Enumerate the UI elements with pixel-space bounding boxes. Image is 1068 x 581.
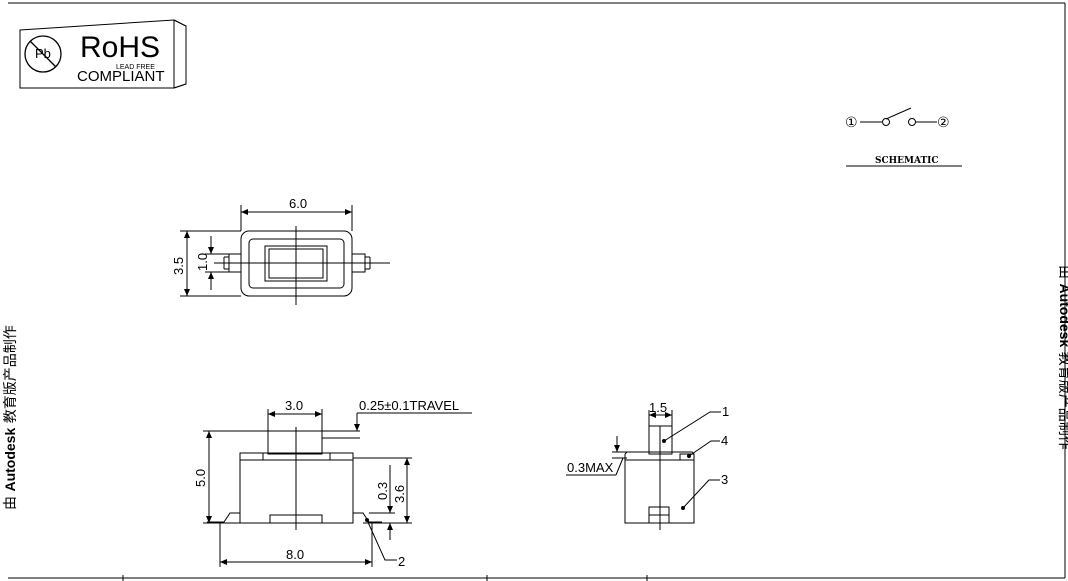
watermark-left: 由 Autodesk 教育版产品制作 xyxy=(2,325,19,510)
schematic-pin1: ① xyxy=(845,115,858,131)
callout-1: 1 xyxy=(722,404,729,419)
callout-4: 4 xyxy=(721,433,728,448)
side-actuator-label: 1.5 xyxy=(649,400,667,415)
front-actuator-label: 3.0 xyxy=(285,398,303,413)
front-length-label: 8.0 xyxy=(286,547,304,562)
pin-height-label: 0.3 xyxy=(375,482,390,500)
side-view xyxy=(566,410,721,530)
pb-logo-letter: Pb xyxy=(35,46,51,61)
pb-logo-icon xyxy=(24,35,62,73)
front-height-label: 5.0 xyxy=(193,469,208,487)
front-view xyxy=(203,409,472,567)
schematic: ① ② SCHEMATIC xyxy=(845,107,962,167)
travel-label: 0.25±0.1TRAVEL xyxy=(359,398,459,413)
body-height-label: 3.6 xyxy=(392,485,407,503)
watermark-right: 由 Autodesk 教育版产品制作 xyxy=(1056,265,1068,450)
callout-3: 3 xyxy=(721,472,728,487)
switch-contact xyxy=(885,107,912,120)
rohs-badge: Pb RoHS LEAD FREE COMPLIANT xyxy=(19,19,187,89)
compliant-text: COMPLIANT xyxy=(77,68,165,85)
top-height-label: 3.5 xyxy=(171,257,186,275)
callout-2: 2 xyxy=(398,554,405,569)
schematic-pin2: ② xyxy=(937,115,950,131)
schematic-label: SCHEMATIC xyxy=(875,156,939,166)
rohs-title: RoHS xyxy=(80,31,160,64)
max-label: 0.3MAX xyxy=(567,460,614,475)
top-inner-label: 1.0 xyxy=(195,253,210,271)
top-view xyxy=(180,205,390,305)
lead-free-text: LEAD FREE xyxy=(116,64,155,71)
drawing-frame xyxy=(8,2,1066,581)
top-width-label: 6.0 xyxy=(289,196,307,211)
